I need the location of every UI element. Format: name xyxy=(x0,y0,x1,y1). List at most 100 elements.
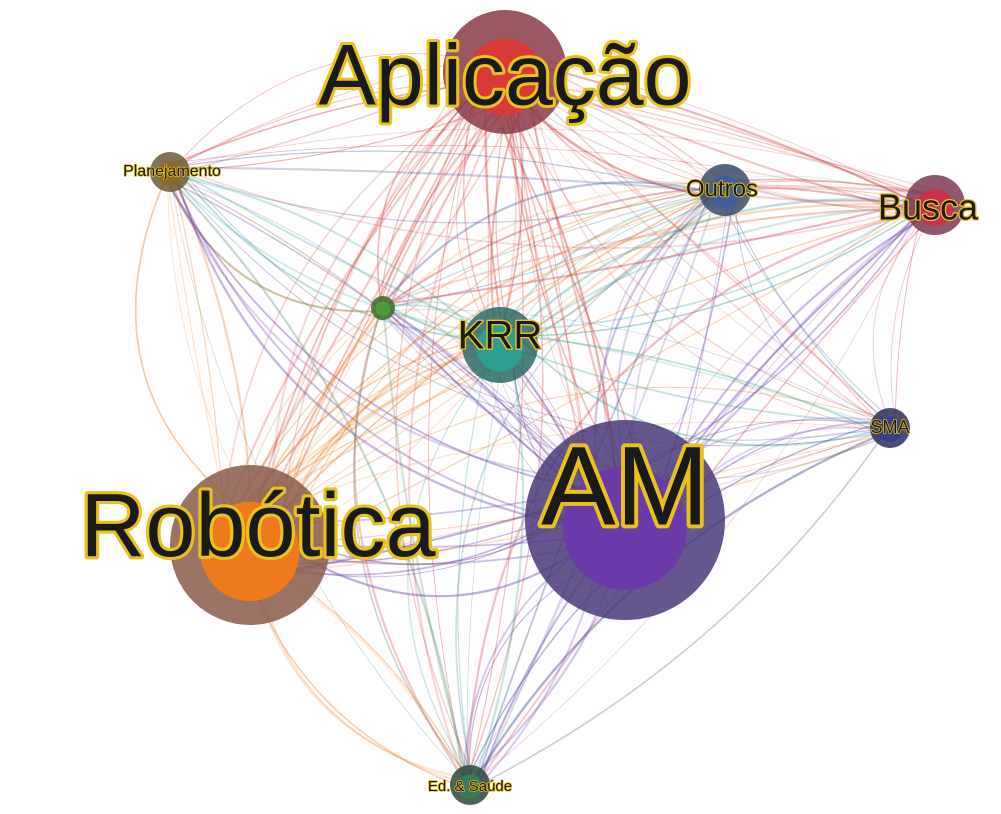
node-planejamento xyxy=(157,161,183,187)
node-aplicacao xyxy=(466,38,544,116)
edge-planejamento-busca xyxy=(164,127,948,194)
edge-krr-sma xyxy=(512,331,896,447)
edge-krr-edsaude xyxy=(466,342,507,779)
label-robotica: Robótica xyxy=(80,476,436,576)
edge-busca-robotica xyxy=(224,206,927,518)
edge-planejamento-outros xyxy=(171,168,728,224)
edge-aplicacao-sma xyxy=(496,58,895,429)
edge-sma-robotica xyxy=(239,421,884,524)
edge-busca-edsaude xyxy=(464,207,930,793)
edge-busca-robotica xyxy=(272,180,935,572)
edge-planejamento-outros xyxy=(170,150,715,201)
node-edsaude xyxy=(457,774,483,799)
edge-planejamento-sma xyxy=(173,177,895,447)
edge-planejamento-busca xyxy=(164,144,942,215)
edge-outros-busca xyxy=(731,178,934,197)
label-busca: Busca xyxy=(878,187,979,228)
edge-busca-krr xyxy=(505,193,945,337)
edge-aplicacao-robotica xyxy=(220,73,512,543)
edge-outros-green xyxy=(385,189,733,308)
edge-busca-robotica xyxy=(278,203,943,521)
edge-aplicacao-robotica xyxy=(253,72,494,528)
node-am xyxy=(563,466,687,590)
edge-aplicacao-edsaude xyxy=(466,82,544,778)
node-busca xyxy=(916,188,954,226)
edge-aplicacao-sma xyxy=(486,82,892,436)
edge-planejamento-krr xyxy=(172,163,489,341)
edge-busca-krr xyxy=(509,198,945,339)
edge-busca-robotica xyxy=(224,209,939,563)
edge-planejamento-edsaude xyxy=(164,173,466,783)
edge-outros-sma xyxy=(722,189,898,433)
edge-outros-green xyxy=(383,187,732,307)
edge-planejamento-krr xyxy=(170,174,507,360)
edge-planejamento-krr xyxy=(173,178,513,338)
node-robotica xyxy=(200,501,300,601)
edge-busca-robotica xyxy=(274,198,936,560)
edges-layer xyxy=(134,46,948,793)
label-sma: SMA xyxy=(870,417,909,437)
edge-planejamento-green xyxy=(167,174,384,312)
edge-krr-edsaude xyxy=(407,342,507,783)
edge-busca-krr xyxy=(512,175,924,351)
edge-aplicacao-robotica xyxy=(271,68,527,542)
edge-aplicacao-edsaude xyxy=(395,69,486,779)
label-outros: Outros xyxy=(686,175,758,202)
edge-busca-krr xyxy=(500,195,929,332)
edge-sma-robotica xyxy=(241,386,897,548)
edge-sma-edsaude xyxy=(469,434,884,791)
label-aplicacao: Aplicação xyxy=(319,28,692,124)
edge-outros-krr xyxy=(512,193,735,336)
edge-outros-busca xyxy=(733,182,928,209)
edge-outros-robotica xyxy=(262,180,734,557)
edge-outros-sma xyxy=(720,199,895,423)
node-outros xyxy=(708,175,742,209)
edge-krr-sma xyxy=(508,345,897,425)
node-green xyxy=(375,301,391,317)
edge-aplicacao-edsaude xyxy=(428,86,482,789)
edge-aplicacao-edsaude xyxy=(408,67,525,791)
edge-krr-sma xyxy=(491,332,887,437)
node-sma xyxy=(877,417,903,442)
edge-busca-sma xyxy=(894,206,924,435)
node-krr xyxy=(476,324,524,372)
edge-aplicacao-robotica xyxy=(222,65,512,523)
edge-aplicacao-busca xyxy=(508,68,926,218)
edge-outros-krr xyxy=(510,186,727,348)
edge-outros-green xyxy=(382,181,721,305)
edge-green-edsaude xyxy=(353,308,471,780)
edge-krr-edsaude xyxy=(457,331,495,789)
edge-planejamento-outros xyxy=(177,166,730,194)
edge-outros-robotica xyxy=(239,198,730,547)
edge-green-edsaude xyxy=(382,305,471,782)
edge-aplicacao-busca xyxy=(515,80,940,215)
edge-aplicacao-sma xyxy=(526,66,898,434)
edge-aplicacao-edsaude xyxy=(353,92,521,783)
edge-busca-sma xyxy=(890,205,937,428)
edge-planejamento-krr xyxy=(174,168,498,339)
edge-green-sma xyxy=(382,309,896,434)
edge-aplicacao-sma xyxy=(492,66,891,426)
edge-busca-krr xyxy=(489,207,942,360)
label-edsaude: Ed. & Saúde xyxy=(428,778,512,795)
edge-busca-green xyxy=(384,186,932,307)
edge-aplicacao-edsaude xyxy=(465,67,524,790)
edge-busca-green xyxy=(378,194,942,306)
edge-planejamento-sma xyxy=(177,165,890,441)
edge-krr-edsaude xyxy=(470,350,525,789)
edge-planejamento-busca xyxy=(171,165,930,249)
edge-aplicacao-robotica xyxy=(278,81,488,553)
edge-planejamento-am xyxy=(162,175,598,492)
edge-busca-green xyxy=(385,205,946,305)
nodes-layer xyxy=(150,10,965,805)
label-planejamento: Planejamento xyxy=(123,163,221,180)
edge-outros-robotica xyxy=(235,188,727,517)
edge-krr-sma xyxy=(506,329,896,433)
edge-busca-edsaude xyxy=(462,197,927,792)
edge-planejamento-green xyxy=(161,168,382,313)
edge-outros-edsaude xyxy=(455,197,733,790)
edge-aplicacao-sma xyxy=(502,74,897,423)
label-krr: KRR xyxy=(458,314,542,358)
